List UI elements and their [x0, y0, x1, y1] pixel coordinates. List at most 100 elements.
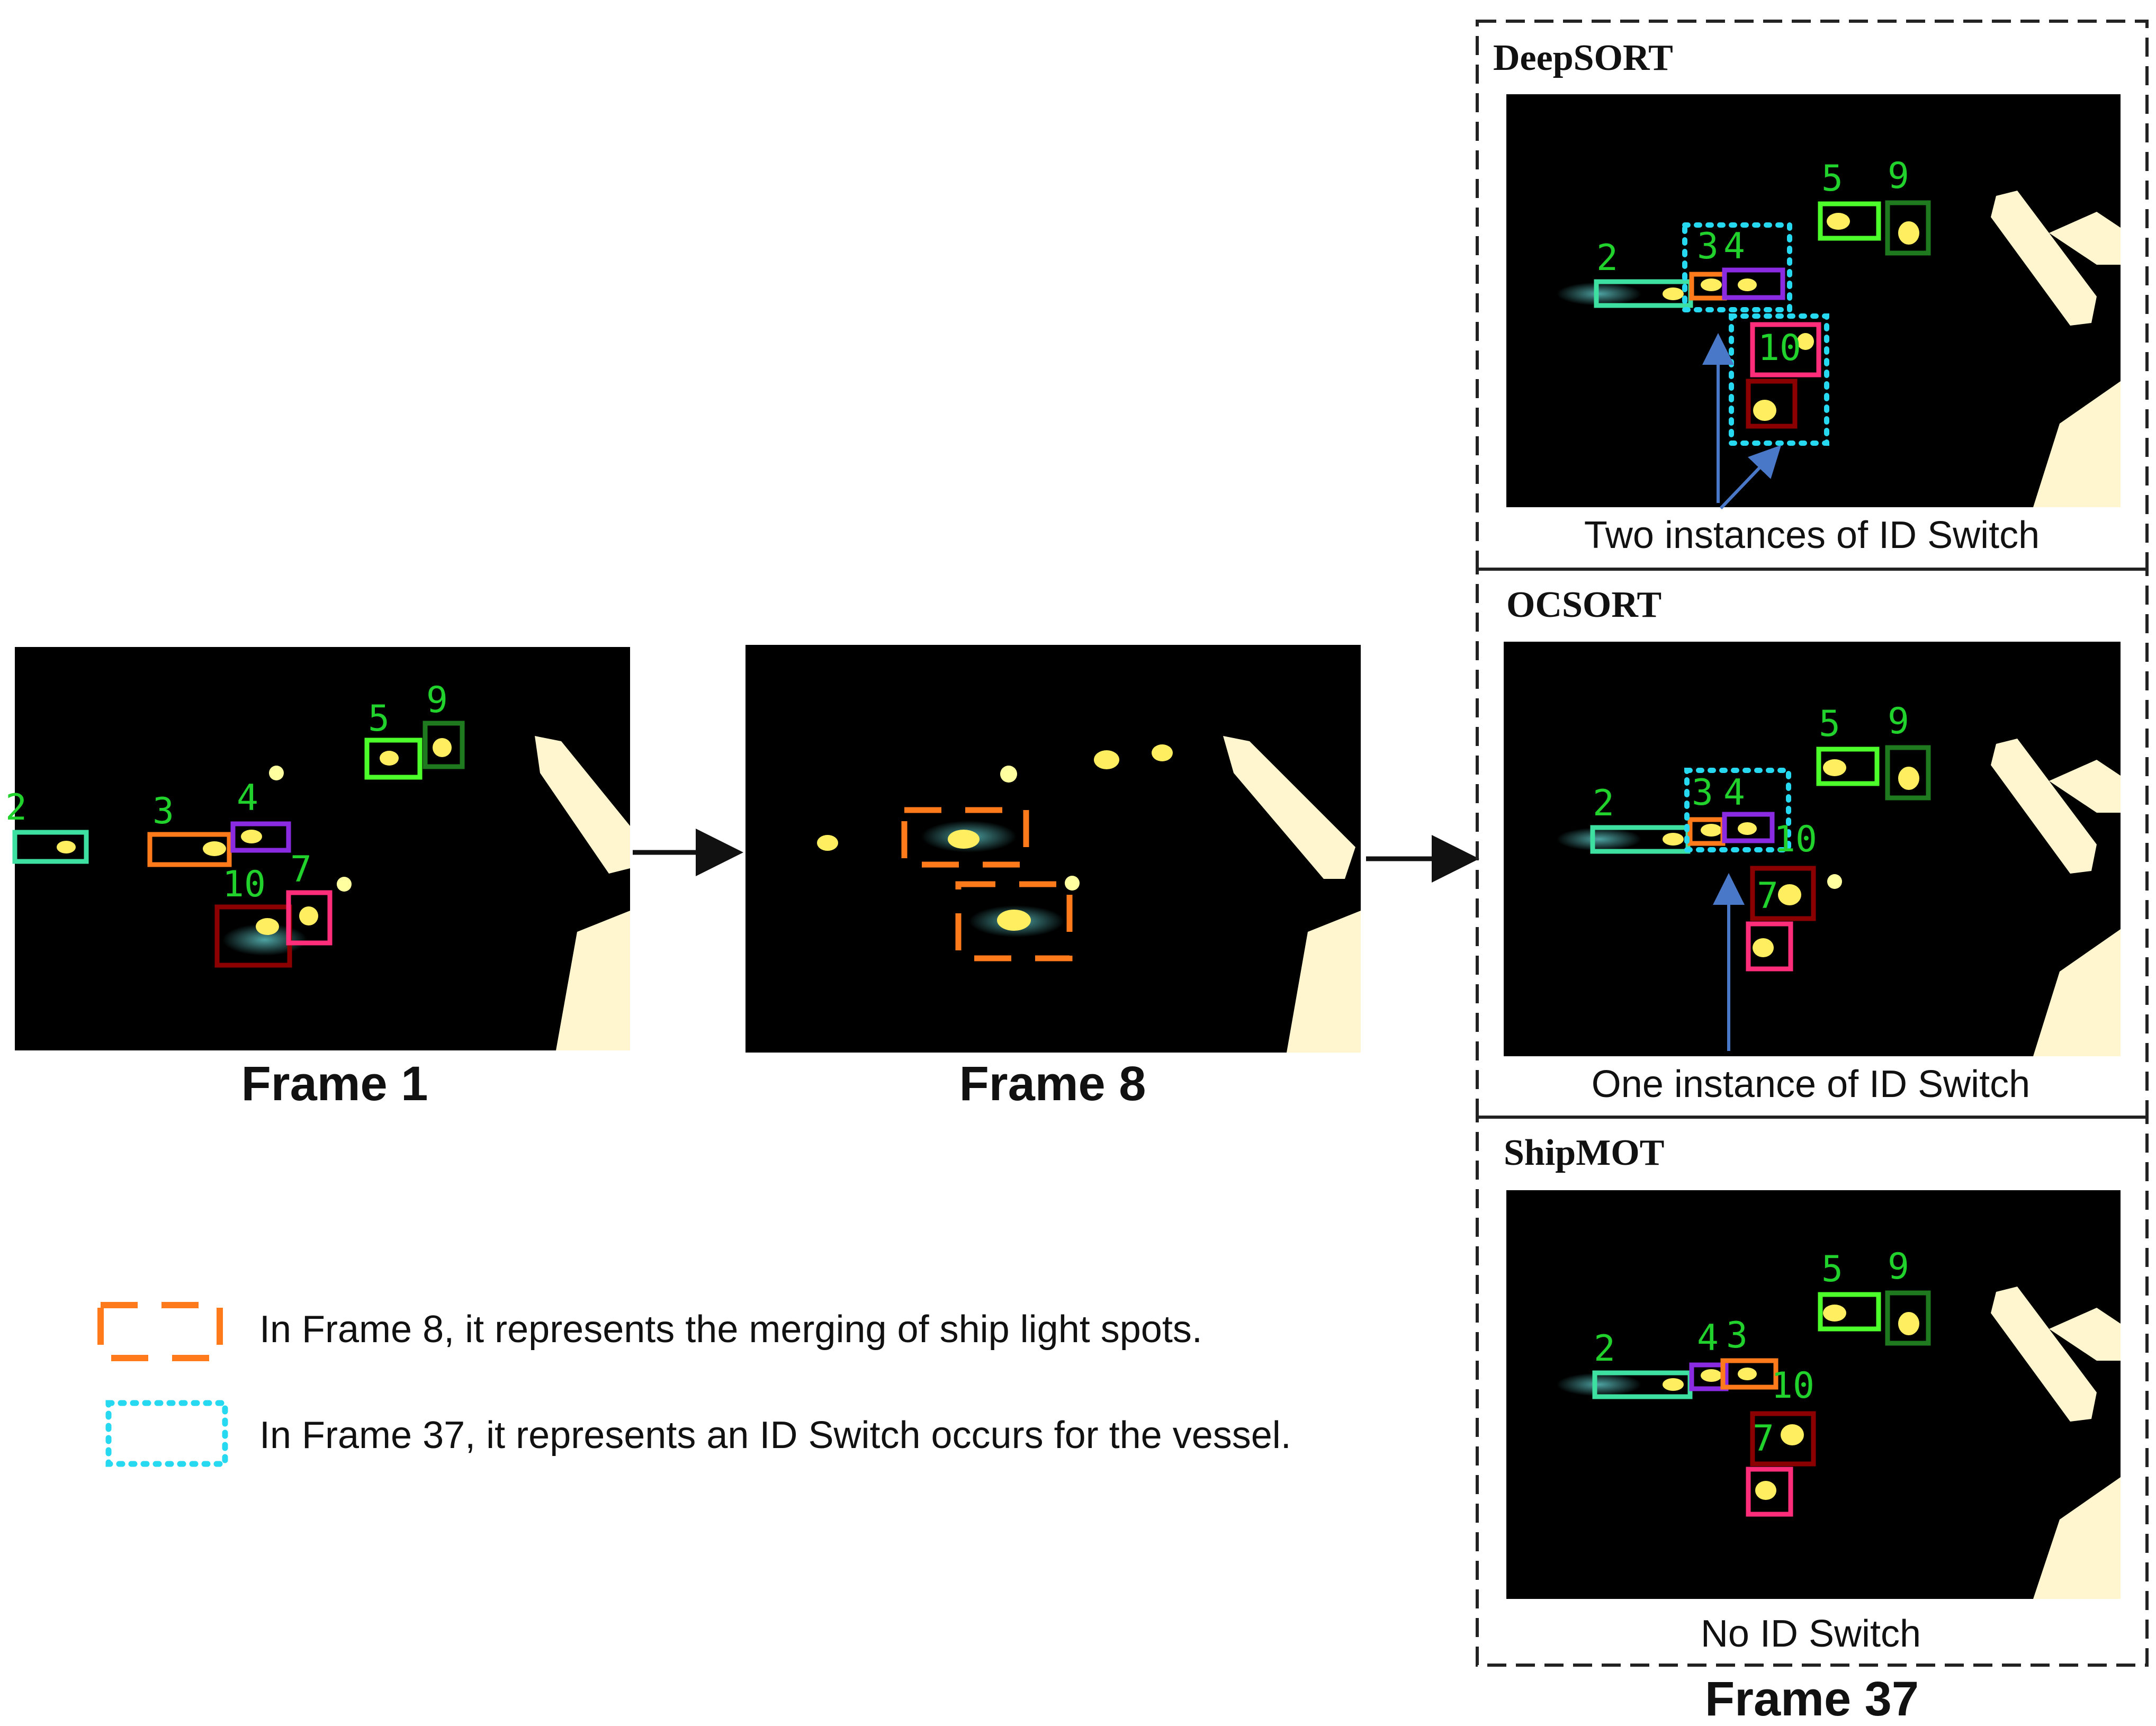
track-box	[1746, 379, 1798, 429]
coastline	[2033, 1477, 2121, 1599]
coastline	[2049, 1308, 2121, 1361]
shipmot-panel: ShipMOT 2 4 3 5 9 10 7	[1476, 1116, 2149, 1667]
light-glow	[1557, 282, 1641, 305]
track-id-label: 3	[1726, 1315, 1748, 1356]
ship-light	[1663, 833, 1684, 846]
track-id-label: 7	[1753, 1418, 1774, 1460]
pointer-arrow	[1719, 445, 1782, 510]
ship-light	[1778, 884, 1801, 905]
frame1-caption: Frame 1	[241, 1057, 428, 1111]
ship-light	[57, 841, 76, 853]
deepsort-panel: DeepSORT 2 3 4 5 9	[1476, 20, 2149, 571]
ship-light	[1094, 750, 1119, 769]
track-box	[1746, 1467, 1793, 1517]
ship-light	[1898, 221, 1919, 245]
method-title: ShipMOT	[1504, 1132, 1664, 1173]
ship-light	[1827, 213, 1850, 230]
coastline	[1223, 736, 1355, 879]
ship-light	[299, 906, 318, 925]
frame1-image	[15, 647, 630, 1050]
track-box	[1750, 322, 1821, 377]
ship-light	[1753, 938, 1774, 957]
track-box	[1885, 1290, 1931, 1346]
frame1-panel: 2 3 4 5 9 10 7 Frame 1	[5, 647, 630, 1111]
track-id-label: 4	[1723, 226, 1745, 267]
track-id-label: 2	[1593, 783, 1614, 824]
ship-light	[203, 841, 226, 856]
track-box	[1750, 866, 1816, 921]
track-id-label: 10	[222, 864, 266, 905]
track-id-label: 2	[1594, 1328, 1615, 1370]
track-id-label: 4	[237, 777, 258, 819]
track-id-label: 9	[1888, 1246, 1909, 1288]
method-title: DeepSORT	[1493, 38, 1673, 78]
ship-light	[1000, 766, 1017, 783]
ocsort-panel: OCSORT 2 3 4 5 9	[1476, 568, 2149, 1119]
ship-light	[433, 738, 452, 757]
frame37-column: DeepSORT 2 3 4 5 9	[1476, 20, 2149, 1726]
ship-light	[1797, 333, 1814, 350]
method-caption: Two instances of ID Switch	[1584, 514, 2040, 556]
track-id-label: 2	[5, 787, 27, 829]
coastline	[1991, 739, 2097, 874]
ship-light	[997, 910, 1031, 931]
ship-light	[948, 830, 980, 849]
track-box	[1722, 267, 1785, 300]
track-box	[1818, 1292, 1881, 1332]
track-id-label: 3	[1692, 772, 1713, 814]
track-box	[1885, 745, 1931, 801]
coastline	[2033, 381, 2121, 507]
light-glow	[222, 924, 307, 956]
ship-light	[1898, 1312, 1919, 1335]
legend-merge-text: In Frame 8, it represents the merging of…	[259, 1308, 1202, 1351]
track-box-3	[147, 832, 232, 867]
track-box-5	[364, 738, 423, 780]
ship-light	[1738, 278, 1757, 291]
legend-idswitch-symbol	[105, 1400, 228, 1467]
ship-light	[1152, 744, 1173, 761]
track-box	[1689, 1362, 1729, 1391]
method-border	[1476, 1116, 2149, 1667]
track-id-label: 10	[1758, 327, 1801, 369]
ship-light	[1701, 278, 1722, 291]
track-id-label: 5	[1821, 158, 1843, 200]
legend-idswitch-text: In Frame 37, it represents an ID Switch …	[259, 1414, 1291, 1457]
frame8-image	[745, 645, 1361, 1053]
coastline	[1991, 191, 2097, 326]
track-box-4	[230, 821, 291, 853]
track-id-label: 9	[1888, 155, 1909, 197]
ship-light	[1898, 767, 1919, 790]
method-border	[1476, 568, 2149, 1119]
track-box	[1885, 200, 1931, 256]
track-box-9	[423, 721, 465, 769]
track-box	[1720, 1358, 1778, 1390]
coastline	[2033, 929, 2121, 1056]
track-box	[1750, 1411, 1816, 1467]
track-id-label: 5	[368, 698, 390, 740]
coastline	[2049, 212, 2121, 265]
track-id-label: 10	[1774, 819, 1817, 860]
ship-light	[1701, 824, 1722, 837]
track-box-2	[12, 830, 89, 864]
merge-box	[955, 881, 1073, 961]
frame37-caption: Frame 37	[1705, 1672, 1919, 1726]
ship-light	[1663, 1378, 1684, 1391]
ship-light	[1823, 759, 1846, 776]
frame8-caption: Frame 8	[959, 1057, 1146, 1111]
ship-light	[1738, 822, 1757, 835]
id-switch-box	[1729, 313, 1829, 446]
track-box	[1746, 921, 1793, 972]
id-switch-box	[1684, 768, 1791, 852]
track-id-label: 10	[1771, 1365, 1814, 1407]
light-glow	[1557, 828, 1641, 851]
track-id-label: 3	[152, 790, 174, 832]
ship-light	[1663, 287, 1684, 300]
ship-light	[380, 751, 399, 766]
ship-light	[1781, 1424, 1804, 1445]
ship-light	[1065, 876, 1080, 891]
ship-light	[817, 835, 838, 851]
ship-light	[241, 830, 262, 843]
track-id-label: 4	[1697, 1317, 1719, 1359]
coastline	[556, 911, 630, 1050]
ship-light	[269, 766, 284, 780]
